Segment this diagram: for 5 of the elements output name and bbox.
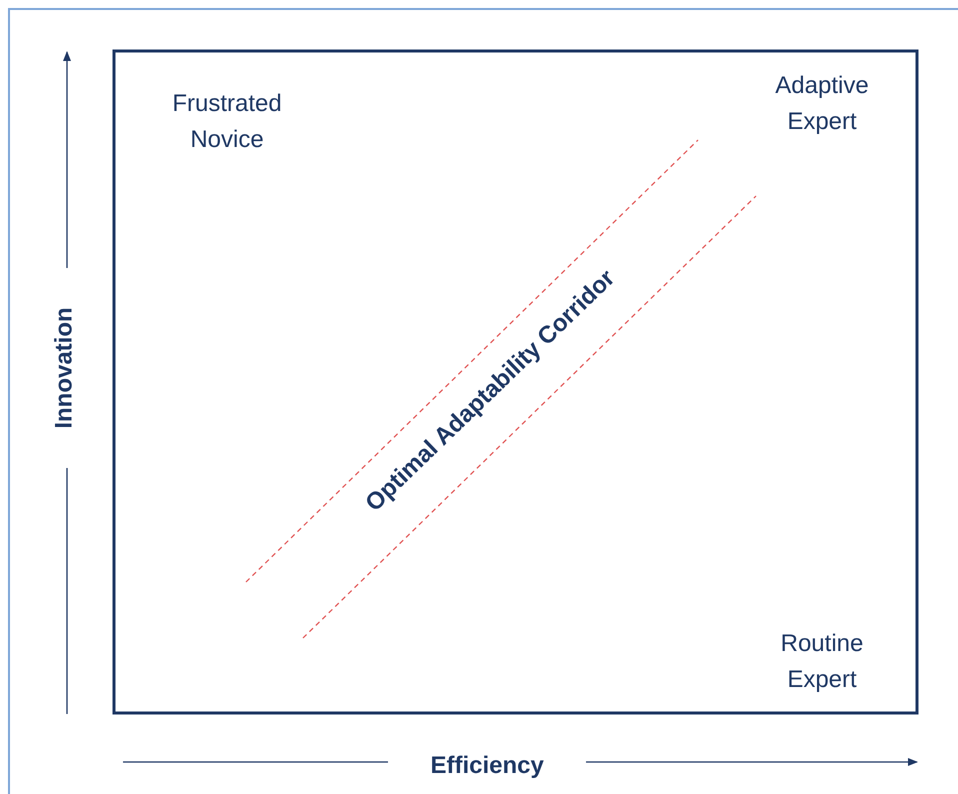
quadrant-label: Adaptive Expert bbox=[774, 71, 870, 137]
quadrant-label: Routine Expert bbox=[780, 629, 864, 695]
axis-label: Innovation bbox=[49, 307, 78, 429]
quadrant-label: Frustrated Novice bbox=[171, 89, 283, 155]
axis-label: Efficiency bbox=[430, 751, 544, 781]
